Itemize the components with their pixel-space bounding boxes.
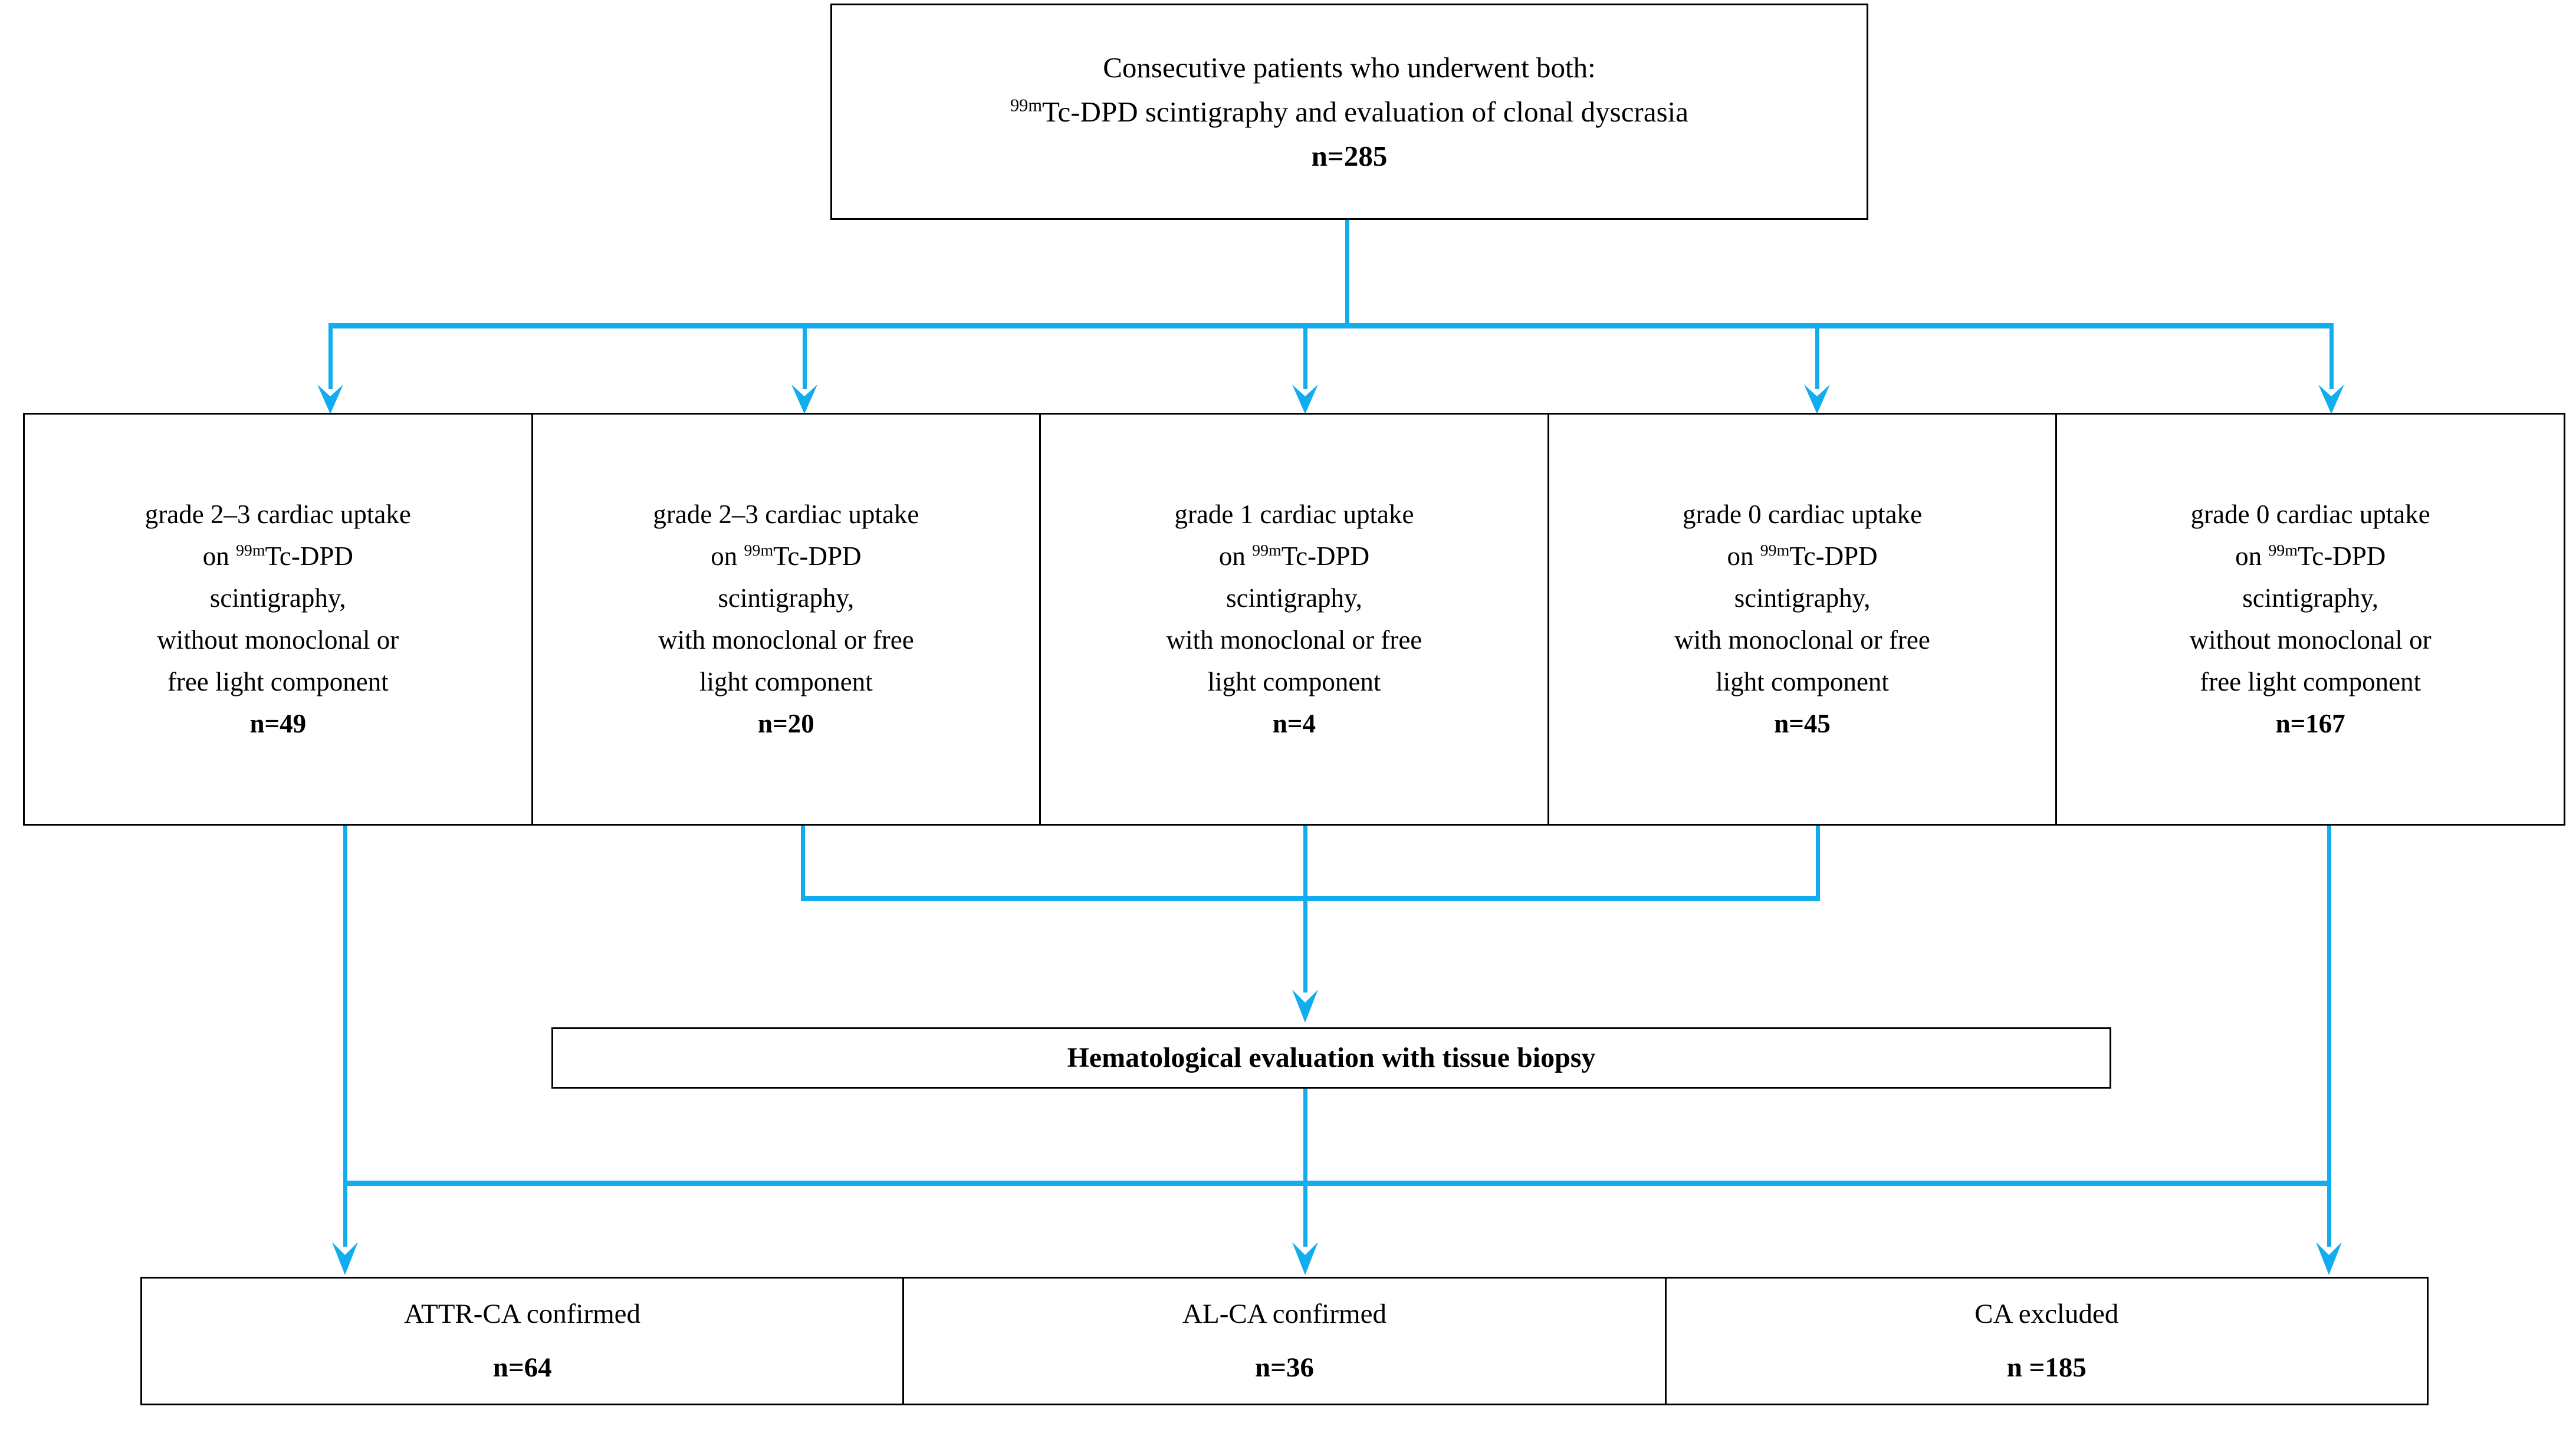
top-box-line-1: Consecutive patients who underwent both: [1103, 51, 1596, 84]
uptake-box-5-line-1: grade 0 cardiac uptake [2190, 499, 2430, 529]
uptake-category-row: grade 2–3 cardiac uptake on 99mTc-DPD sc… [23, 413, 2565, 826]
uptake-box-1-line-3: scintigraphy, [209, 583, 346, 613]
connector-branch-5 [2329, 326, 2334, 389]
hematological-evaluation-label: Hematological evaluation with tissue bio… [1067, 1042, 1596, 1073]
uptake-box-4-line-5: light component [1716, 667, 1889, 697]
uptake-box-3-line-1: grade 1 cardiac uptake [1174, 499, 1414, 529]
uptake-box-1-line-2: on 99mTc-DPD [27, 535, 529, 577]
outcome-box-ca-excluded-count: n =185 [2006, 1352, 2087, 1383]
isotope-superscript: 99m [744, 541, 774, 560]
uptake-box-4-count: n=45 [1774, 709, 1831, 739]
uptake-box-5-line-2: on 99mTc-DPD [2059, 535, 2561, 577]
isotope-superscript: 99m [235, 541, 265, 560]
uptake-box-2-line-2-pre: on [711, 541, 744, 571]
uptake-box-2-line-2-post: Tc-DPD [773, 541, 862, 571]
hematological-evaluation-box: Hematological evaluation with tissue bio… [551, 1027, 2111, 1089]
connector-branch-2 [803, 326, 807, 389]
connector-merge-leg-left [801, 826, 805, 900]
uptake-box-1-line-1: grade 2–3 cardiac uptake [144, 499, 411, 529]
connector-outcome-down-1 [343, 1183, 347, 1247]
uptake-box-3-count: n=4 [1272, 709, 1316, 739]
outcome-box-ca-excluded: CA excluded n =185 [1667, 1279, 2427, 1404]
uptake-box-2-line-2: on 99mTc-DPD [535, 535, 1037, 577]
connector-merge-leg-right [1816, 826, 1820, 900]
outcome-box-al-ca-label: AL-CA confirmed [1182, 1299, 1386, 1329]
uptake-box-1: grade 2–3 cardiac uptake on 99mTc-DPD sc… [25, 415, 533, 824]
uptake-box-2-line-5: light component [699, 667, 873, 697]
uptake-box-4-line-3: scintigraphy, [1734, 583, 1871, 613]
uptake-box-3-line-3: scintigraphy, [1226, 583, 1362, 613]
uptake-box-5-line-5: free light component [2200, 667, 2421, 697]
isotope-superscript: 99m [1010, 95, 1042, 116]
uptake-box-1-count: n=49 [249, 709, 307, 739]
uptake-box-5-line-2-pre: on [2235, 541, 2269, 571]
uptake-box-5-line-2-post: Tc-DPD [2297, 541, 2386, 571]
uptake-box-4-line-4: with monoclonal or free [1674, 625, 1930, 655]
isotope-superscript: 99m [1760, 541, 1790, 560]
connector-merge-bus [801, 896, 1820, 901]
uptake-box-3-line-2-post: Tc-DPD [1281, 541, 1370, 571]
uptake-box-2-line-1: grade 2–3 cardiac uptake [653, 499, 919, 529]
uptake-box-4-line-2: on 99mTc-DPD [1552, 535, 2053, 577]
connector-merge-leg-middle [1303, 826, 1307, 900]
uptake-box-4-line-2-pre: on [1727, 541, 1760, 571]
connector-branch-4 [1815, 326, 1819, 389]
uptake-box-5: grade 0 cardiac uptake on 99mTc-DPD scin… [2057, 415, 2564, 824]
uptake-box-3: grade 1 cardiac uptake on 99mTc-DPD scin… [1041, 415, 1549, 824]
connector-branch-3 [1303, 326, 1307, 389]
connector-outcome-leg-box5 [2327, 826, 2331, 1184]
connector-outcome-down-3 [2327, 1183, 2331, 1247]
connector-merge-stem [1303, 898, 1307, 993]
outcome-box-attr-ca-count: n=64 [492, 1352, 552, 1383]
outcome-box-al-ca-count: n=36 [1255, 1352, 1314, 1383]
top-box-count: n=285 [1311, 140, 1388, 172]
outcome-box-ca-excluded-label: CA excluded [1974, 1299, 2119, 1329]
connector-top-stem [1345, 220, 1349, 326]
uptake-box-4-line-1: grade 0 cardiac uptake [1683, 499, 1923, 529]
top-box-enrolled-patients: Consecutive patients who underwent both:… [830, 4, 1868, 220]
uptake-box-4-line-2-post: Tc-DPD [1789, 541, 1878, 571]
connector-top-bus [328, 323, 2334, 328]
top-box-line-2-text: Tc-DPD scintigraphy and evaluation of cl… [1041, 96, 1689, 128]
uptake-box-3-line-2-pre: on [1218, 541, 1253, 571]
uptake-box-2: grade 2–3 cardiac uptake on 99mTc-DPD sc… [533, 415, 1041, 824]
uptake-box-2-line-3: scintigraphy, [718, 583, 855, 613]
isotope-superscript: 99m [1252, 541, 1282, 560]
outcome-row: ATTR-CA confirmed n=64 AL-CA confirmed n… [140, 1277, 2429, 1405]
uptake-box-5-line-3: scintigraphy, [2242, 583, 2379, 613]
outcome-box-attr-ca-label: ATTR-CA confirmed [404, 1299, 641, 1329]
uptake-box-4: grade 0 cardiac uptake on 99mTc-DPD scin… [1549, 415, 2058, 824]
uptake-box-2-count: n=20 [758, 709, 814, 739]
uptake-box-5-line-4: without monoclonal or [2189, 625, 2432, 655]
connector-outcome-bus [343, 1181, 2331, 1186]
uptake-box-1-line-2-post: Tc-DPD [265, 541, 353, 571]
uptake-box-1-line-4: without monoclonal or [157, 625, 399, 655]
top-box-line-2: 99mTc-DPD scintigraphy and evaluation of… [832, 95, 1867, 128]
uptake-box-1-line-5: free light component [167, 667, 389, 697]
uptake-box-1-line-2-pre: on [202, 541, 236, 571]
outcome-box-attr-ca: ATTR-CA confirmed n=64 [142, 1279, 905, 1404]
isotope-superscript: 99m [2268, 541, 2298, 560]
outcome-box-al-ca: AL-CA confirmed n=36 [904, 1279, 1667, 1404]
uptake-box-3-line-5: light component [1207, 667, 1381, 697]
connector-branch-1 [328, 326, 333, 389]
connector-outcome-stem-hematology [1303, 1089, 1307, 1185]
connector-outcome-down-2 [1303, 1183, 1307, 1247]
uptake-box-3-line-4: with monoclonal or free [1166, 625, 1422, 655]
connector-outcome-leg-box1 [343, 826, 347, 1184]
uptake-box-3-line-2: on 99mTc-DPD [1043, 535, 1545, 577]
uptake-box-2-line-4: with monoclonal or free [658, 625, 914, 655]
uptake-box-5-count: n=167 [2275, 709, 2345, 739]
